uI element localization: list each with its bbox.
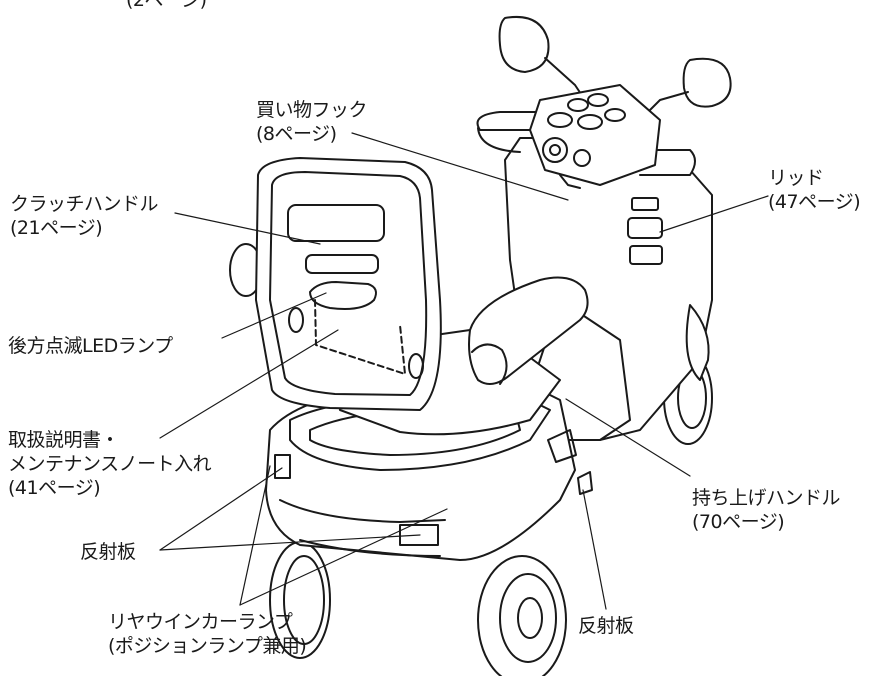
callout-turn-signal: リヤウインカーランプ (ポジションランプ兼用) [108,610,307,658]
callout-rear-led: 後方点滅LEDランプ [8,334,173,358]
callout-lid-line2: (47ページ) [768,191,861,213]
callout-lid-line1: リッド [768,167,824,189]
callout-clutch-handle: クラッチハンドル (21ページ) [10,192,159,240]
callout-reflector-left: 反射板 [80,540,136,564]
top-cut-label-text: (2ページ) [126,0,207,11]
callout-manual-pocket-line1: 取扱説明書・ [8,429,120,451]
left-mirror [498,16,586,101]
callout-manual-pocket-line2: メンテナンスノート入れ [8,453,212,475]
callout-turn-signal-line1: リヤウインカーランプ [108,611,293,633]
reflector-side-mark [577,471,593,495]
callout-clutch-handle-line2: (21ページ) [10,217,103,239]
callout-shopping-hook-line2: (8ページ) [256,123,337,145]
rear-led-lamp [309,281,377,310]
callout-manual-pocket-line3: (41ページ) [8,477,101,499]
clutch-handle-slot [287,204,385,242]
manual-pocket-outline [314,299,406,375]
lid-compartment [627,217,663,239]
reflector-rear-mark [399,524,439,546]
top-cut-label: (2ページ) [126,0,207,12]
callout-reflector-left-line1: 反射板 [80,541,136,563]
seat-back [255,157,442,411]
rear-right-wheel [477,555,567,680]
callout-lift-handle-line2: (70ページ) [692,511,785,533]
callout-reflector-right-line1: 反射板 [578,615,634,637]
callout-clutch-handle-line1: クラッチハンドル [10,193,159,215]
callout-reflector-right: 反射板 [578,614,634,638]
callout-lift-handle: 持ち上げハンドル (70ページ) [692,486,841,534]
control-panel [529,84,661,186]
callout-turn-signal-line2: (ポジションランプ兼用) [108,635,307,657]
armrest [468,276,589,385]
leader-lines [159,132,769,610]
callout-manual-pocket: 取扱説明書・ メンテナンスノート入れ (41ページ) [8,428,212,500]
callout-shopping-hook-line1: 買い物フック [256,99,368,121]
reflector-left-mark [274,454,291,479]
callout-shopping-hook: 買い物フック (8ページ) [256,98,368,146]
callout-lift-handle-line1: 持ち上げハンドル [692,487,841,509]
callout-lid: リッド (47ページ) [768,166,861,214]
right-mirror [649,57,732,111]
callout-rear-led-line1: 後方点滅LEDランプ [8,335,173,357]
